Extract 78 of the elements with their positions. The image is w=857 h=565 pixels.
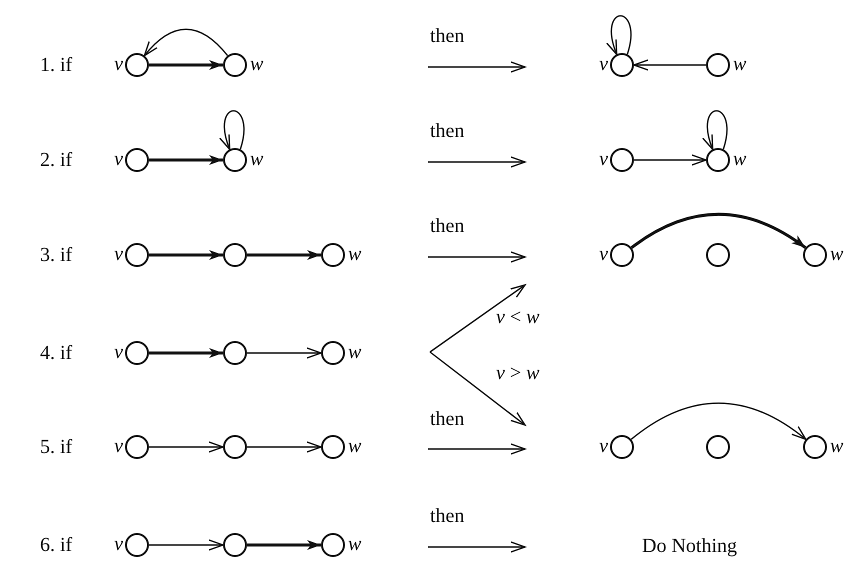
vertex-circle [610,53,634,77]
vertex-label: w [250,54,264,74]
arrow [247,347,322,359]
arrow [149,250,223,260]
vertex-circle [706,148,730,172]
vertex-circle [125,53,149,77]
then-label: then [430,408,464,430]
vertex-label: v [114,436,123,456]
vertex-circle [223,533,247,557]
vertex-label: w [348,342,362,362]
then-label: then [430,505,464,527]
vertex-circle [610,435,634,459]
vertex-label: v [114,534,123,554]
arrow [149,348,223,358]
vertex-label: w [830,436,844,456]
condition-label: v < w [496,306,540,328]
vertex-circle [223,53,247,77]
vertex-label: w [733,54,746,74]
arrow [606,15,632,55]
vertex-label: v [114,54,123,74]
vertex-circle [803,435,827,459]
row-label: 6. if [40,534,72,556]
vertex-circle [610,243,634,267]
vertex-circle [321,533,345,557]
arrow [247,441,322,453]
vertex-circle [706,53,730,77]
vertex-circle [223,435,247,459]
arrow [247,540,321,550]
vertex-circle [223,148,247,172]
vertex-label: w [733,149,746,169]
vertex-circle [321,243,345,267]
arrow [630,402,806,440]
arrow [633,59,706,71]
arrow [220,110,245,150]
vertex-circle [223,243,247,267]
vertex-circle [610,148,634,172]
vertex-label: v [114,244,123,264]
condition-label: v > w [496,362,540,384]
arrow [634,154,707,166]
arrow [149,155,223,165]
row-label: 2. if [40,149,72,171]
arrow [630,212,806,249]
arrow [149,441,224,453]
then-label: then [430,25,464,47]
vertex-circle [223,341,247,365]
result-text: Do Nothing [642,535,737,557]
row-label: 3. if [40,244,72,266]
vertex-label: v [599,436,608,456]
vertex-circle [321,341,345,365]
arrow [149,60,223,70]
vertex-circle [706,435,730,459]
then-label: then [430,215,464,237]
row-label: 1. if [40,54,72,76]
arrow [247,250,321,260]
arrow [702,110,728,150]
vertex-circle [125,533,149,557]
vertex-label: v [599,149,608,169]
vertex-label: v [599,244,608,264]
vertex-circle [125,148,149,172]
vertex-label: w [348,244,362,264]
vertex-circle [125,243,149,267]
vertex-label: v [114,342,123,362]
row-label: 5. if [40,436,72,458]
vertex-label: w [830,244,844,264]
vertex-label: w [250,149,264,169]
vertex-circle [321,435,345,459]
vertex-circle [706,243,730,267]
arrow [149,539,224,551]
vertex-circle [125,435,149,459]
vertex-label: v [599,54,608,74]
vertex-circle [803,243,827,267]
vertex-circle [125,341,149,365]
row-label: 4. if [40,342,72,364]
vertex-label: w [348,436,362,456]
then-label: then [430,120,464,142]
vertex-label: v [114,149,123,169]
arrow [144,28,228,56]
vertex-label: w [348,534,362,554]
